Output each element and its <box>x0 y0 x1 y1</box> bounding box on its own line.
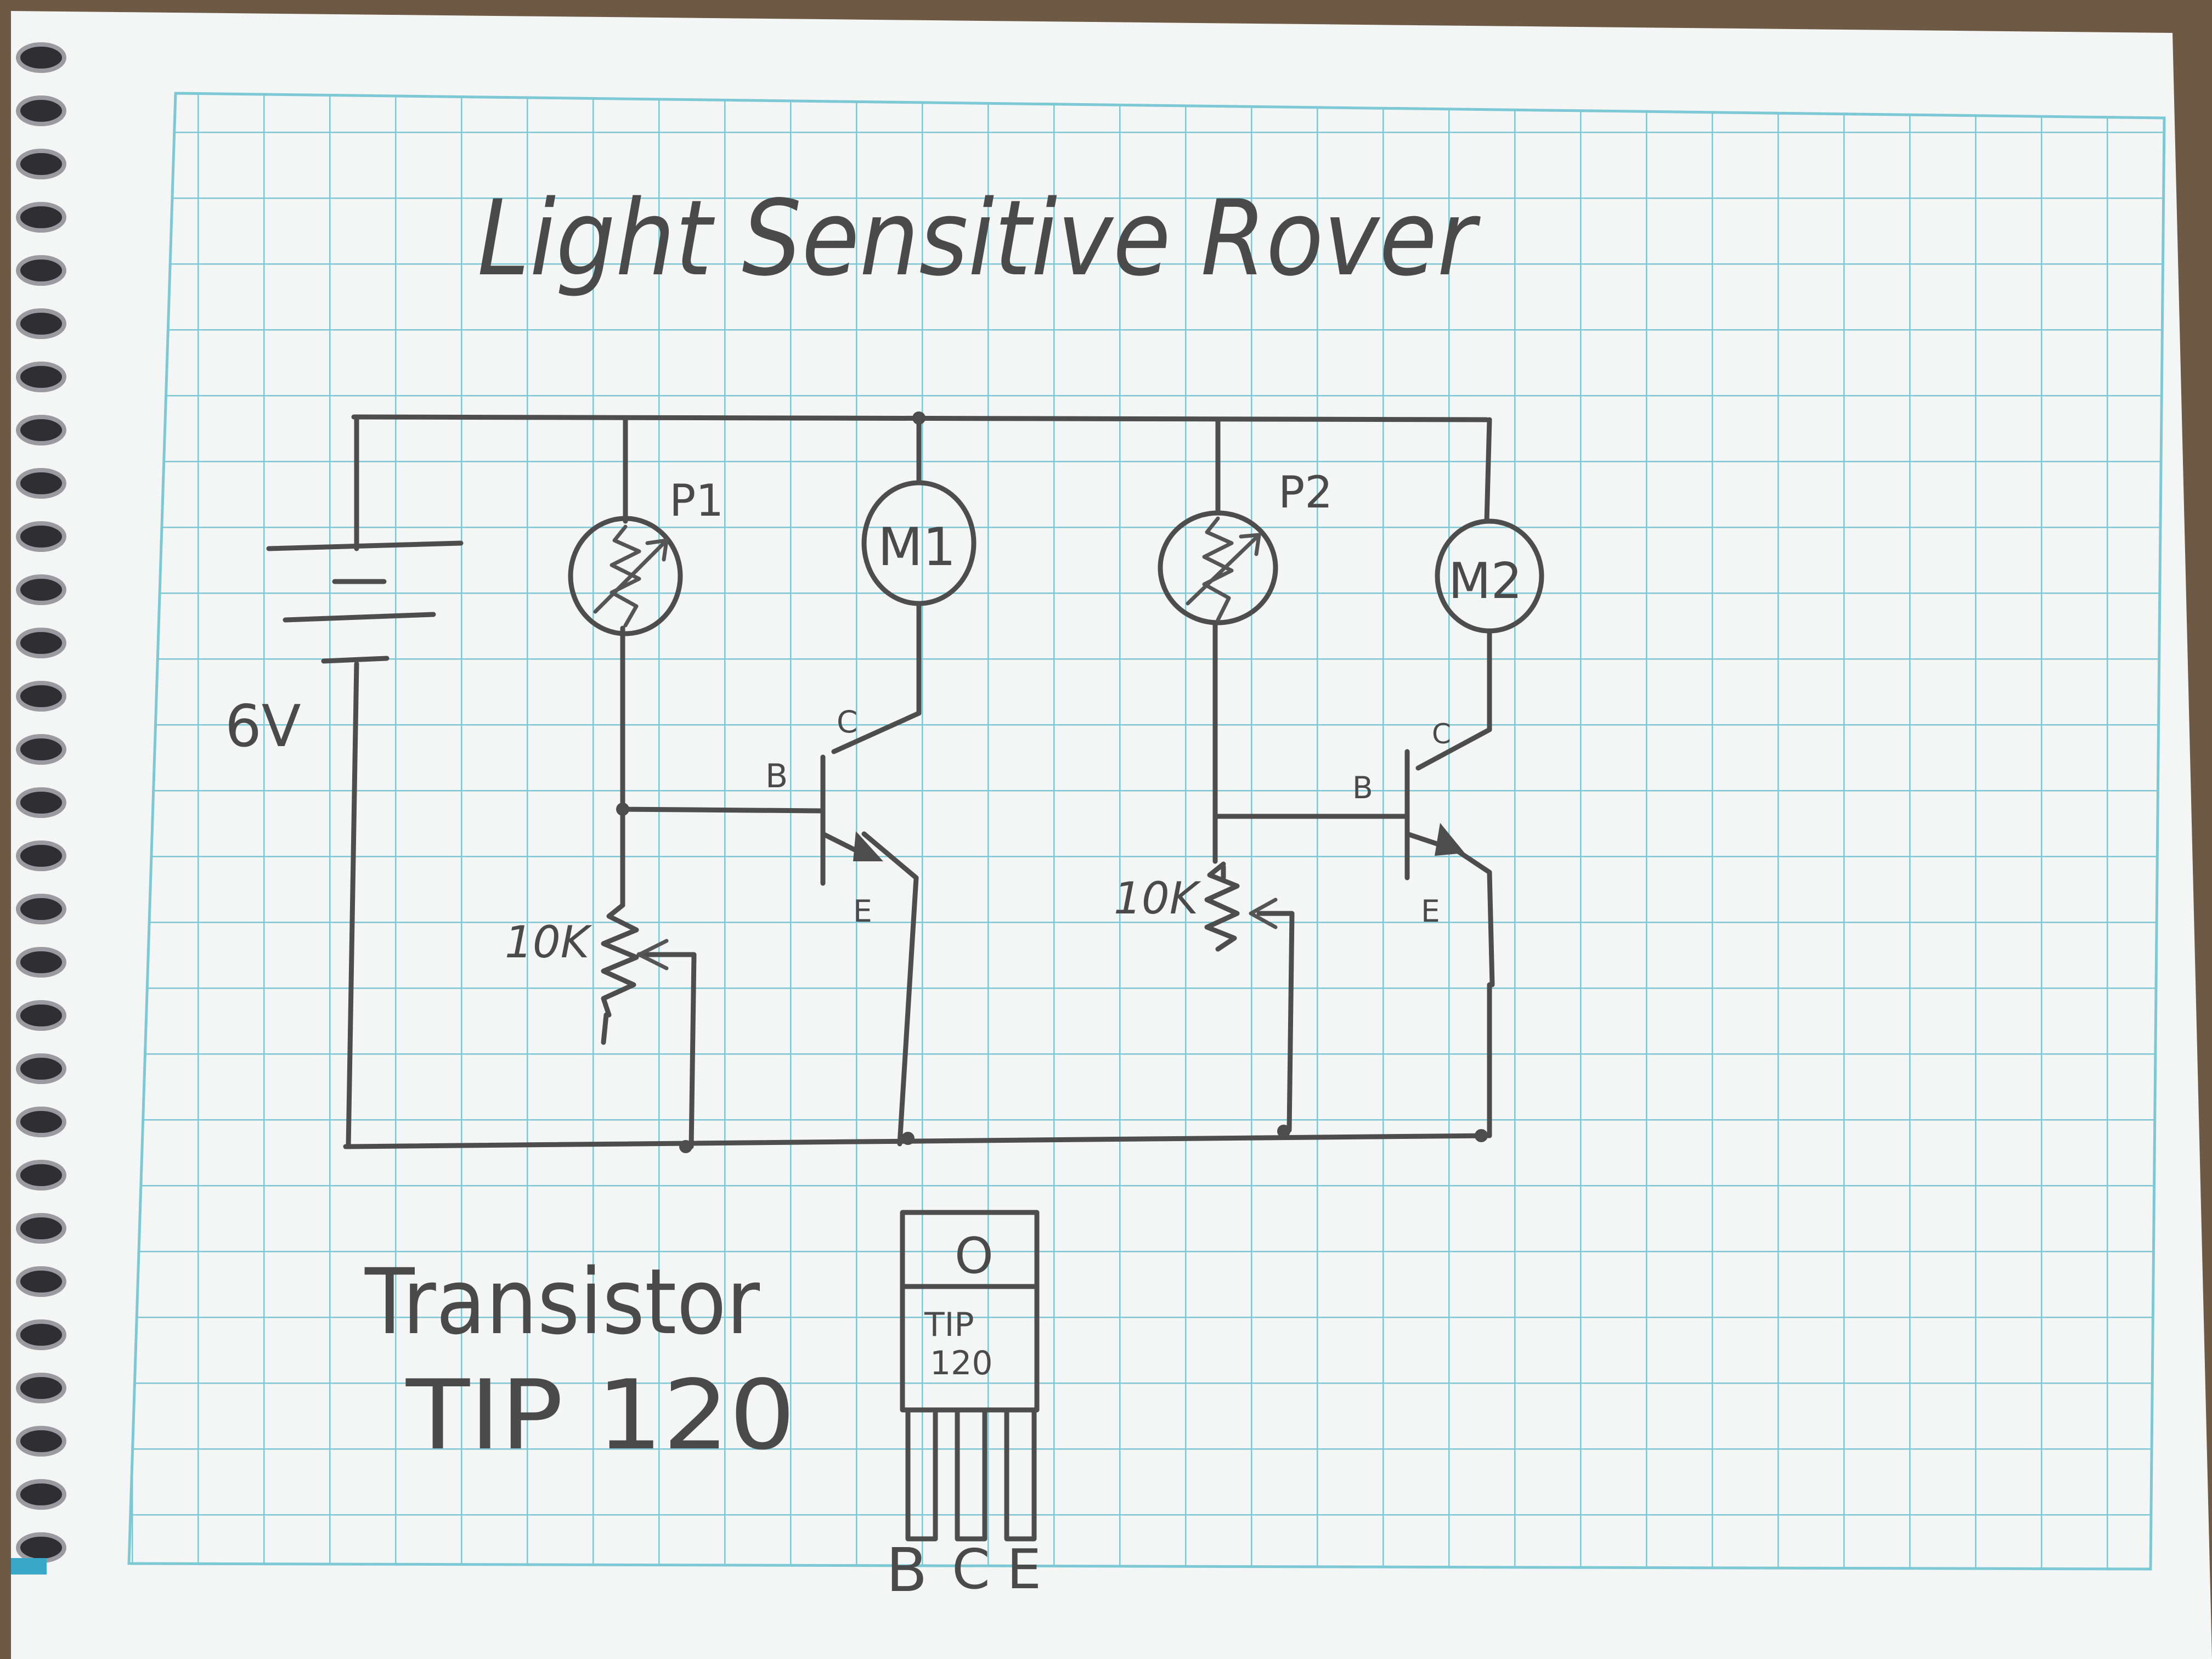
battery-symbol <box>266 540 464 664</box>
spiral-ring <box>16 42 66 73</box>
transistor-1-base-label: B <box>765 757 788 795</box>
spiral-ring <box>16 1266 66 1297</box>
spiral-ring <box>16 95 66 126</box>
photoresistor-p1-label: P1 <box>669 475 724 526</box>
motor-m1-label: M1 <box>878 517 956 578</box>
spiral-ring <box>16 1213 66 1244</box>
package-pin-b: B <box>886 1535 927 1605</box>
spiral-ring <box>16 521 66 552</box>
photoresistor-p1-symbol <box>568 516 683 636</box>
spiral-ring <box>16 308 66 339</box>
package-caption-line2: TIP 120 <box>405 1360 795 1471</box>
spiral-ring <box>16 1107 66 1137</box>
motor-m2-symbol <box>1435 518 1544 634</box>
package-body-line2: 120 <box>930 1344 993 1383</box>
motor-m1-symbol <box>861 480 977 606</box>
graph-grid <box>127 92 2166 1571</box>
potentiometer-2-symbol <box>1204 861 1278 952</box>
spiral-ring <box>16 681 66 712</box>
spiral-ring <box>16 1532 66 1563</box>
spiral-ring <box>16 1426 66 1457</box>
spiral-ring <box>16 1053 66 1084</box>
package-caption-line1: Transistor <box>364 1249 760 1355</box>
package-pin-e: E <box>1007 1537 1041 1601</box>
spiral-ring <box>16 1479 66 1510</box>
photoresistor-p2-symbol <box>1158 510 1278 625</box>
potentiometer-2-label: 10K <box>1114 873 1201 924</box>
spiral-ring <box>16 468 66 499</box>
package-pin-c: C <box>952 1537 990 1601</box>
tip120-package-drawing <box>900 1210 1040 1542</box>
spiral-ring <box>16 1373 66 1403</box>
spiral-ring <box>16 1160 66 1190</box>
spiral-binding <box>16 42 66 1563</box>
transistor-2-collector-label: C <box>1432 718 1451 750</box>
spiral-ring <box>16 894 66 924</box>
spiral-ring <box>16 202 66 233</box>
transistor-1-collector-label: C <box>837 704 857 740</box>
spiral-ring <box>16 734 66 765</box>
transistor-2-base-label: B <box>1352 770 1373 805</box>
spiral-ring <box>16 1000 66 1031</box>
spiral-ring <box>16 787 66 818</box>
transistor-1-emitter-label: E <box>853 894 872 929</box>
spiral-ring <box>16 840 66 871</box>
spiral-ring <box>16 362 66 392</box>
spiral-ring <box>16 947 66 978</box>
potentiometer-1-symbol <box>601 902 669 1018</box>
spiral-ring <box>16 255 66 286</box>
potentiometer-1-label: 10K <box>505 917 592 968</box>
photoresistor-p2-label: P2 <box>1278 467 1333 518</box>
spiral-ring <box>16 149 66 179</box>
transistor-2-symbol <box>1404 749 1465 881</box>
transistor-1-symbol <box>820 754 883 886</box>
motor-m2-label: M2 <box>1448 552 1522 610</box>
paper-tab-marker <box>11 1558 47 1575</box>
spiral-ring <box>16 415 66 445</box>
circuit-wires <box>343 414 1495 1149</box>
transistor-2-emitter-label: E <box>1421 894 1440 929</box>
spiral-ring <box>16 574 66 605</box>
package-body-line1: TIP <box>924 1306 974 1344</box>
diagram-title: Light Sensitive Rover <box>477 178 1481 299</box>
package-hole: O <box>955 1227 994 1285</box>
spiral-ring <box>16 628 66 658</box>
battery-label: 6V <box>225 693 301 760</box>
junction-dots <box>616 411 1488 1153</box>
spiral-ring <box>16 1319 66 1350</box>
